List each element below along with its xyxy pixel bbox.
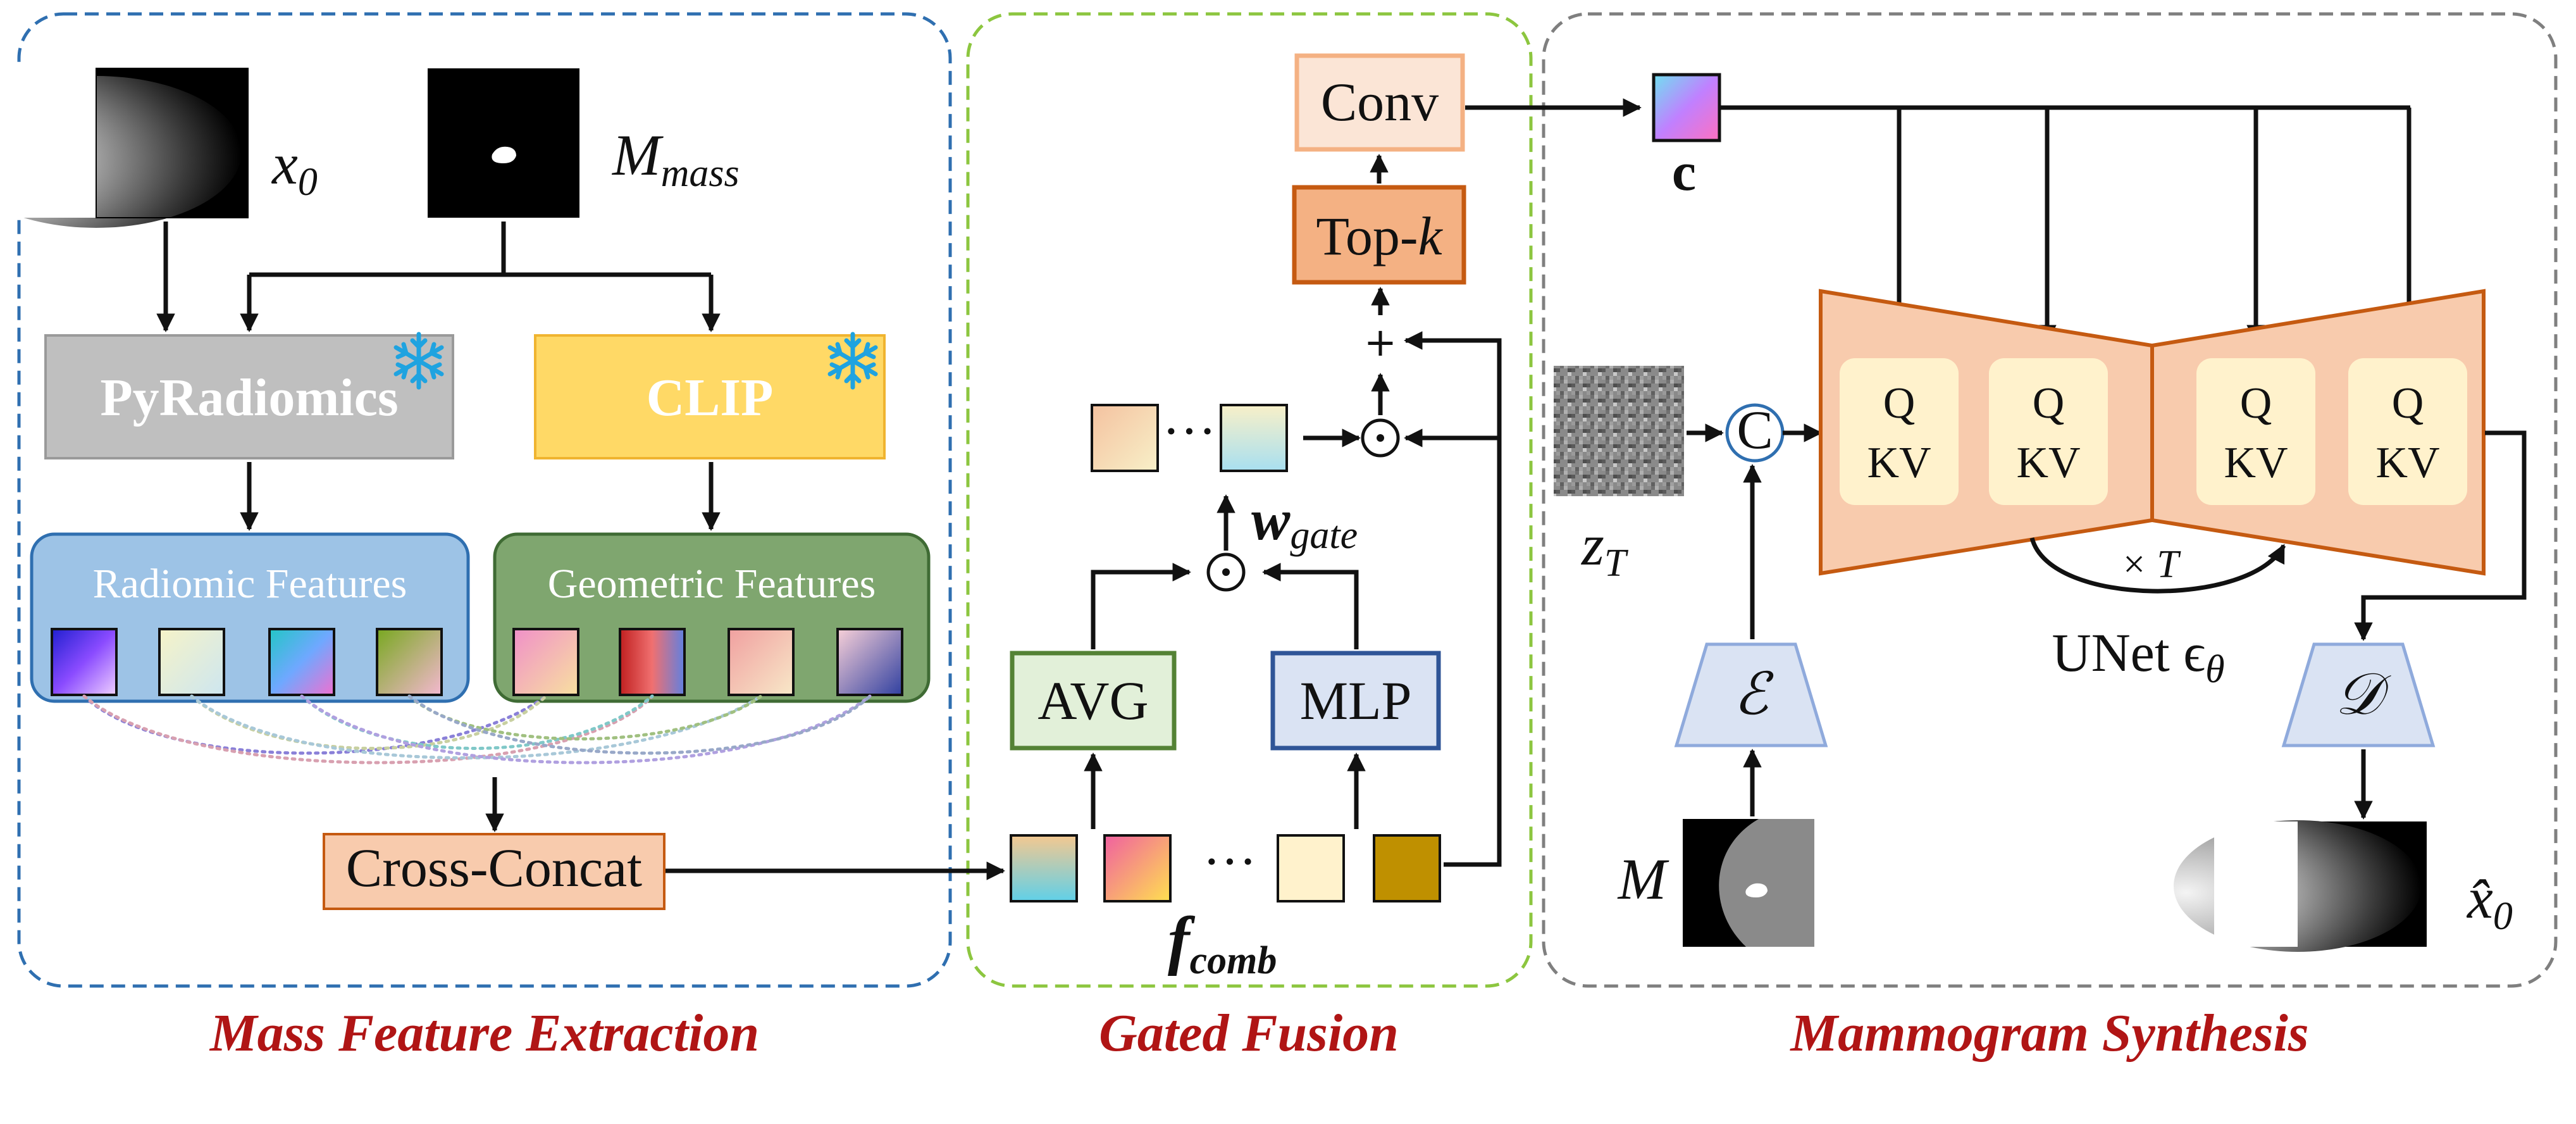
cross-concat-label: Cross-Concat [346, 837, 642, 898]
decoder-block: 𝒟 [2281, 642, 2436, 747]
snowflake-icon [827, 332, 878, 390]
radiomic-token-3 [268, 628, 335, 696]
panel-mass-feature-extraction [17, 12, 952, 988]
radiomic-token-1 [51, 628, 118, 696]
radiomic-features-label: Radiomic Features [93, 561, 407, 607]
fcomb-token-2 [1103, 834, 1172, 902]
panel-gated-fusion [966, 12, 1533, 988]
fcomb-token-4 [1373, 834, 1441, 902]
zT-symbol: zT [1580, 513, 1629, 585]
qkv-block-1: Q KV [1840, 358, 1959, 505]
topk-box: Top-k [1292, 185, 1466, 285]
fcomb-ellipsis: ··· [1203, 831, 1257, 892]
svg-text:KV: KV [1867, 439, 1931, 487]
arrow-mlp-to-hadamard [1262, 563, 1359, 649]
M-symbol: M [1617, 847, 1669, 911]
svg-text:Q: Q [2240, 379, 2272, 428]
cross-pairing-curves [82, 694, 872, 765]
condition-label: c [1672, 141, 1696, 202]
geometric-token-4 [836, 628, 903, 696]
input-mammogram-mask-M [1683, 819, 1814, 947]
section-title-mass-feature-extraction: Mass Feature Extraction [209, 1004, 759, 1063]
cross-concat-box: Cross-Concat [323, 833, 666, 910]
condition-token [1652, 73, 1721, 142]
clip-box: CLIP [534, 334, 886, 459]
encoder-block: ℰ [1674, 642, 1828, 747]
svg-text:Q: Q [2033, 379, 2065, 428]
conv-label: Conv [1321, 72, 1439, 132]
clip-label: CLIP [647, 368, 774, 427]
unet-label: UNet ϵθ [2052, 622, 2224, 691]
input-mask-m-mass [428, 68, 579, 218]
times-t-label: × T [2121, 543, 2181, 586]
arrow-residual-to-plus [1404, 331, 1502, 867]
concat-node: C [1725, 399, 1785, 463]
avg-box: AVG [1010, 651, 1177, 751]
panel-mammogram-synthesis [1542, 12, 2558, 988]
gate-token-2 [1220, 404, 1288, 472]
noise-zT [1554, 366, 1684, 496]
radiomic-token-2 [158, 628, 225, 696]
geometric-token-1 [512, 628, 579, 696]
mlp-label: MLP [1300, 670, 1412, 731]
section-title-mammogram-synthesis: Mammogram Synthesis [1789, 1004, 2308, 1063]
fcomb-symbol: fcomb [1168, 904, 1277, 982]
x0-symbol: x0 [271, 132, 318, 204]
arrow-timestep-loop [2029, 537, 2286, 594]
svg-text:ℰ: ℰ [1733, 662, 1774, 727]
svg-text:C: C [1737, 399, 1773, 460]
fcomb-token-1 [1010, 834, 1078, 902]
output-mammogram-xhat0 [2174, 820, 2427, 952]
radiomic-features-box: Radiomic Features [30, 532, 470, 703]
section-title-gated-fusion: Gated Fusion [1099, 1004, 1399, 1063]
hadamard-node-gate [1206, 553, 1246, 592]
qkv-block-3: Q KV [2196, 358, 2315, 505]
geometric-features-box: Geometric Features [493, 532, 931, 703]
radiomic-token-4 [376, 628, 443, 696]
geometric-features-label: Geometric Features [548, 561, 876, 607]
gate-token-1 [1091, 404, 1159, 472]
pyradiomics-box: PyRadiomics [44, 334, 454, 459]
conv-box: Conv [1294, 53, 1465, 152]
topk-label: Top-k [1316, 206, 1443, 266]
xhat0-symbol: x̂0 [2466, 866, 2513, 938]
fcomb-token-3 [1277, 834, 1345, 902]
svg-text:KV: KV [2375, 439, 2439, 487]
svg-text:KV: KV [2224, 439, 2288, 487]
qkv-block-2: Q KV [1989, 358, 2108, 505]
m-mass-symbol: Mmass [611, 123, 740, 195]
gate-ellipsis: ··· [1162, 401, 1217, 461]
residual-plus: + [1364, 319, 1397, 365]
svg-text:KV: KV [2016, 439, 2080, 487]
qkv-block-4: Q KV [2348, 358, 2467, 505]
input-mammogram-x0 [0, 68, 249, 228]
geometric-token-3 [728, 628, 795, 696]
geometric-token-2 [619, 628, 686, 696]
wgate-symbol: wgate [1251, 487, 1358, 557]
svg-text:Q: Q [1883, 379, 1916, 428]
svg-text:Q: Q [2392, 379, 2424, 428]
avg-label: AVG [1037, 670, 1148, 731]
snowflake-icon [393, 332, 444, 390]
mlp-box: MLP [1270, 651, 1441, 751]
arrow-unet-to-decoder [2354, 430, 2527, 641]
hadamard-node-apply [1361, 418, 1400, 458]
arrow-avg-to-hadamard [1091, 563, 1191, 649]
pyradiomics-label: PyRadiomics [100, 368, 398, 427]
